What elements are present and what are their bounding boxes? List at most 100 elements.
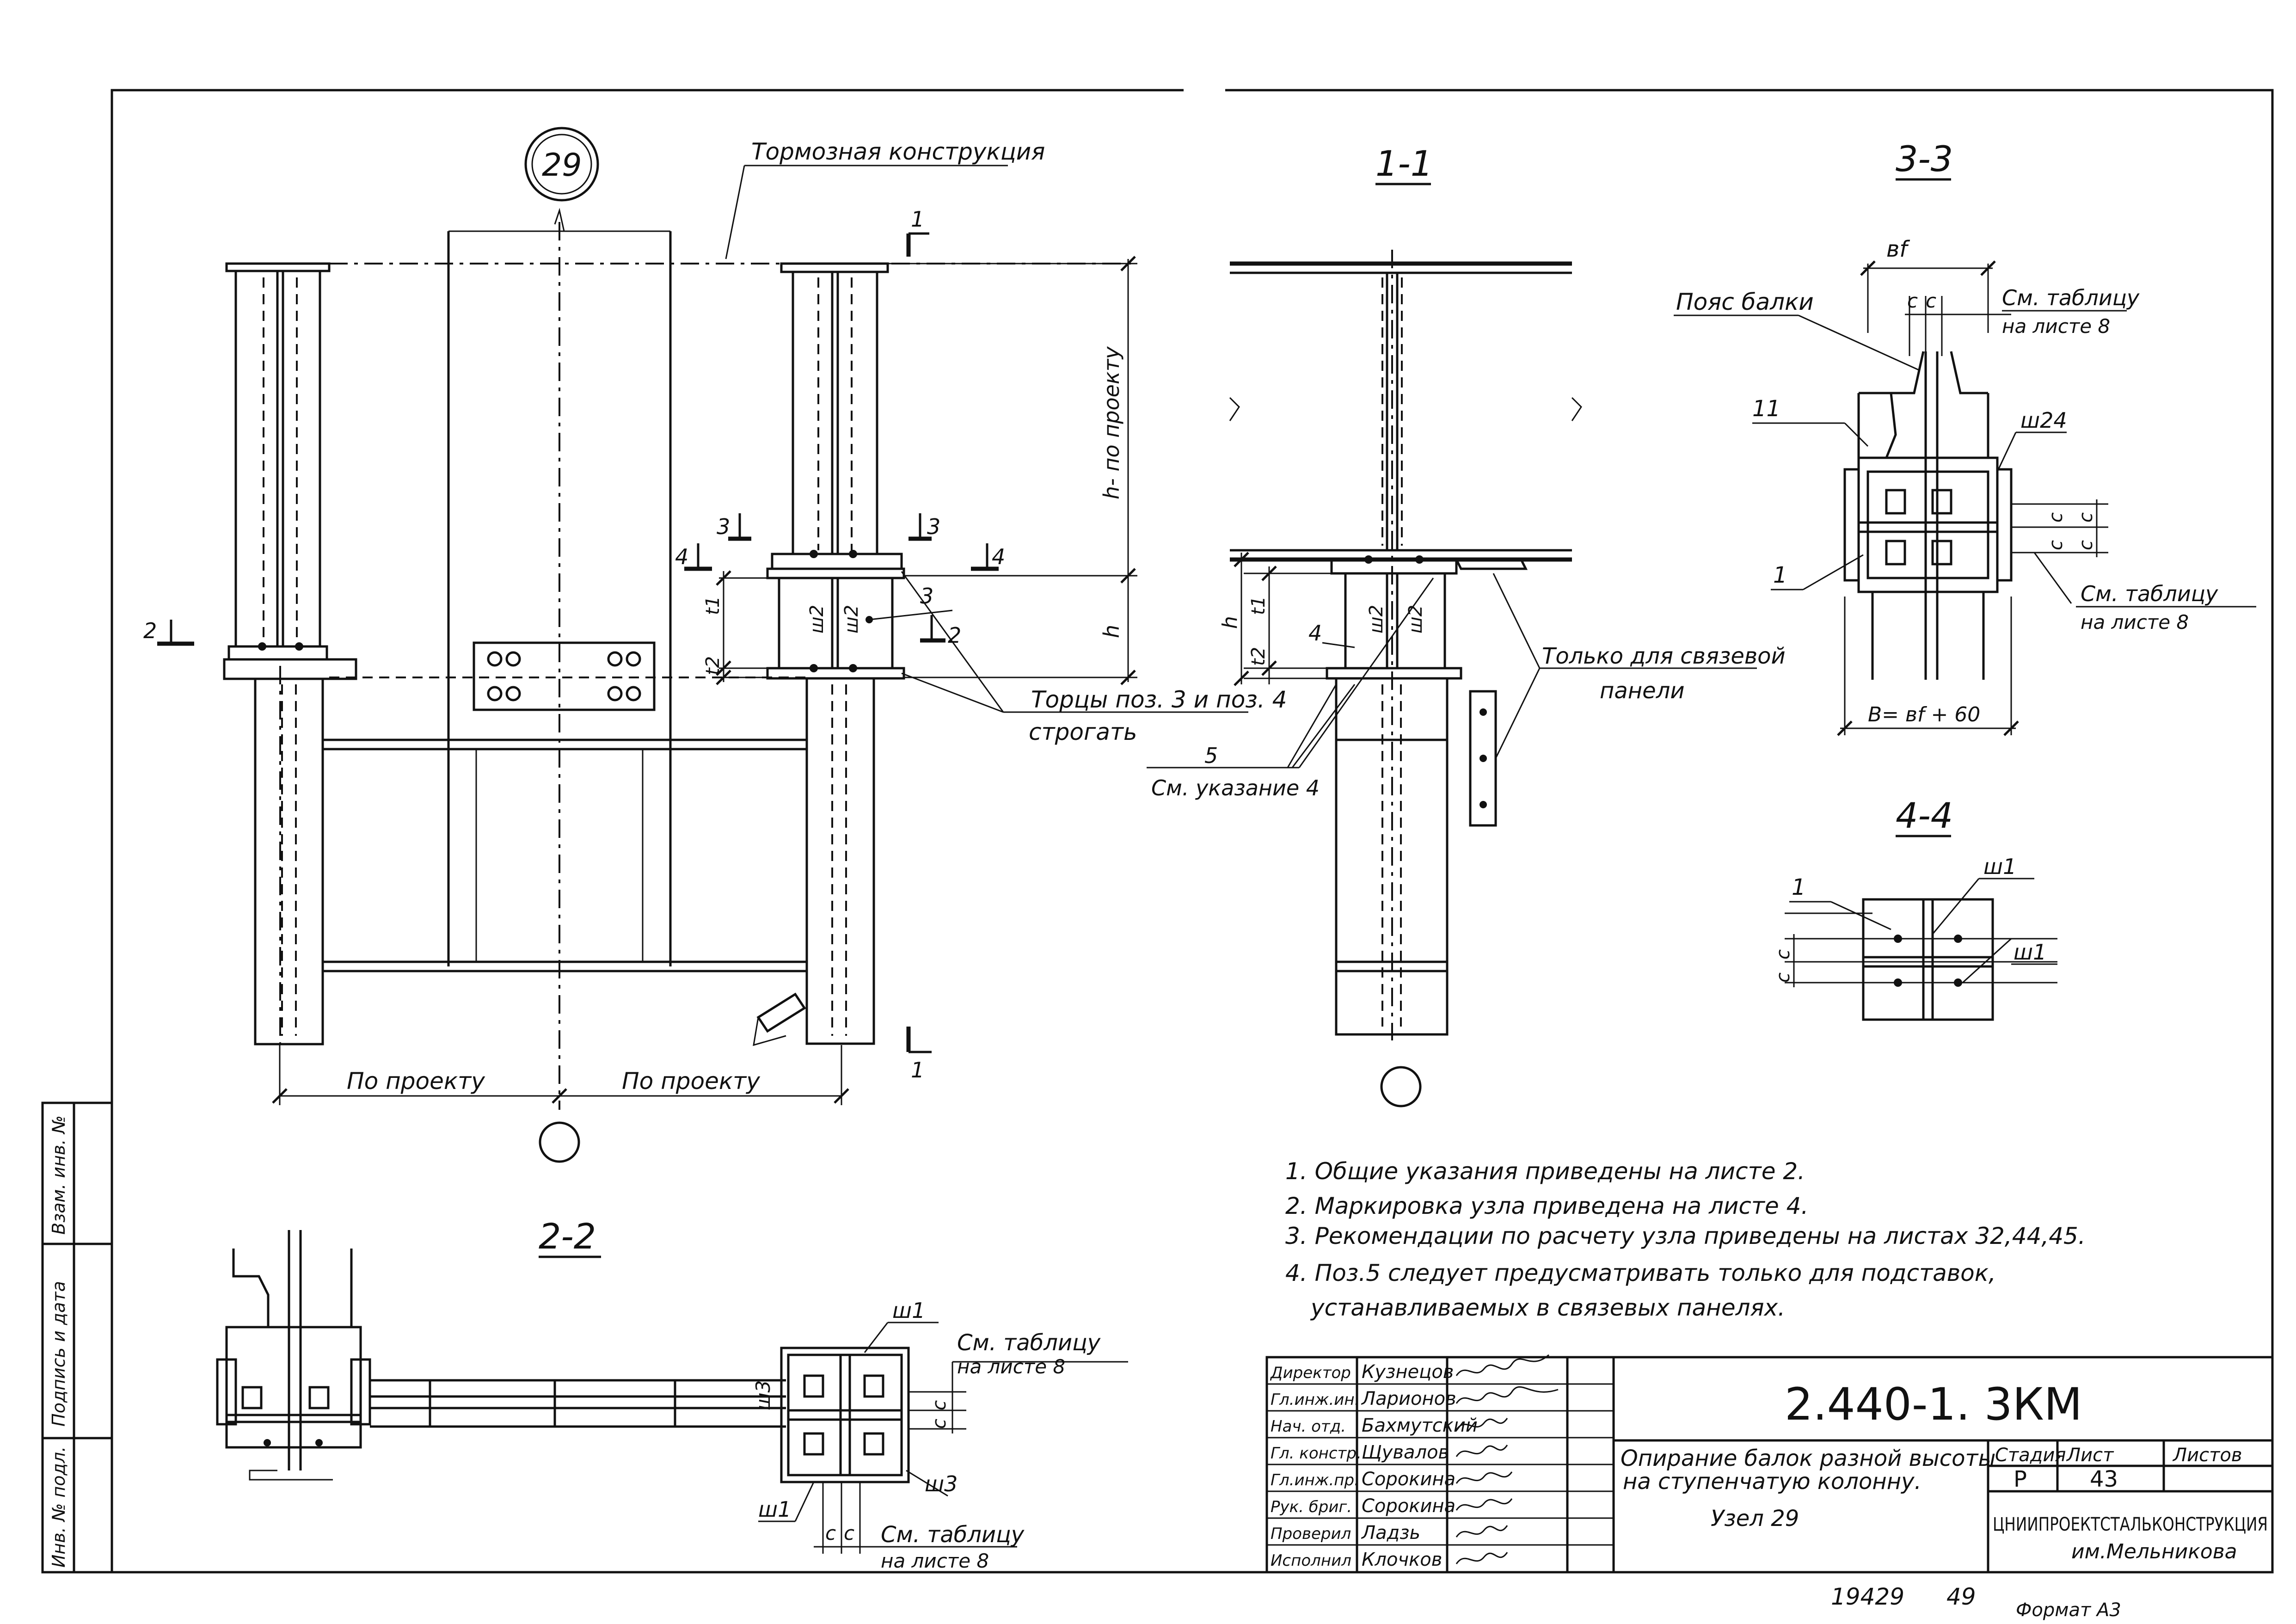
title-block: Директор Гл.инж.ин. Нач. отд. Гл. констр… — [1265, 1354, 2274, 1574]
sheets-header: Листов — [2172, 1445, 2242, 1466]
braking-structure-label: Тормозная конструкция — [751, 138, 1045, 165]
stage-header: Стадия — [1995, 1445, 2066, 1466]
s33-weld-w24: ш24 — [2020, 408, 2067, 433]
role-checker: Проверил — [1271, 1525, 1351, 1543]
s22-weld-w1-top: ш1 — [892, 1298, 925, 1323]
s33-pos-11: 11 — [1752, 396, 1780, 422]
section-1-1-title: 1-1 — [1375, 143, 1433, 184]
name-executor: Клочков — [1362, 1549, 1442, 1570]
archive-number: 19429 — [1831, 1583, 1904, 1610]
section-2-2-title: 2-2 — [539, 1216, 596, 1257]
section-4-4-title: 4-4 — [1896, 795, 1953, 836]
stamp-replace-inv: Взам. инв. № — [49, 1115, 69, 1235]
node-number: 29 — [542, 147, 582, 184]
s11-pos-5: 5 — [1204, 743, 1218, 768]
sheet-header: Лист — [2066, 1445, 2114, 1466]
name-director: Кузнецов — [1362, 1361, 1454, 1383]
s33-flange-label: Пояс балки — [1676, 289, 1814, 315]
stamp-inv-original: Инв. № подл. — [49, 1446, 69, 1568]
s11-weld-w2-right: ш2 — [1405, 605, 1426, 634]
note-3: 3. Рекомендации по расчету узла приведен… — [1285, 1223, 2086, 1249]
only-bracing-line1: Только для связевой — [1542, 643, 1786, 669]
only-bracing-line2: панели — [1600, 678, 1685, 704]
archive-sheet: 49 — [1946, 1583, 1976, 1610]
s44-c1: c — [1773, 949, 1794, 960]
s33-c-v1: c — [2075, 512, 2097, 523]
cut-mark-1-top: 1 — [906, 207, 929, 257]
role-director: Директор — [1270, 1364, 1351, 1382]
role-team-lead: Рук. бриг. — [1271, 1498, 1352, 1516]
s22-c-v2: c — [929, 1419, 950, 1429]
s33-see-table-b1: См. таблицу — [2081, 581, 2218, 606]
name-chief-designer: Щувалов — [1362, 1442, 1449, 1463]
cut-mark-4-left: 4 — [675, 543, 712, 571]
doc-description-3: Узел 29 — [1711, 1506, 1799, 1532]
weld-w2-left: ш2 — [806, 605, 828, 634]
by-project-right: По проекту — [622, 1068, 761, 1095]
org-name: ЦНИИПРОЕКТСТАЛЬКОНСТРУКЦИЯ — [1993, 1514, 2268, 1535]
s33-see-table-b2: на листе 8 — [2081, 611, 2189, 634]
s11-dim-t2: t2 — [1248, 647, 1269, 666]
s22-c-h2: c — [844, 1522, 854, 1544]
role-chief-designer: Гл. констр. — [1271, 1444, 1362, 1463]
section-1-1: 1-1 ш2 ш2 — [1147, 143, 1786, 1107]
role-dept-head: Нач. отд. — [1271, 1417, 1346, 1436]
s22-weld-w3-left: ш3 — [752, 1380, 774, 1410]
name-checker: Ладзь — [1361, 1522, 1420, 1544]
s22-see-table-b2: на листе 8 — [881, 1550, 989, 1572]
doc-code: 2.440-1. 3КМ — [1785, 1378, 2082, 1430]
s11-dim-h: h — [1218, 616, 1242, 629]
s44-weld-w1-top: ш1 — [1983, 854, 2016, 879]
cut-mark-1-bottom: 1 — [906, 1027, 932, 1083]
s33-dim-bf: вf — [1886, 236, 1910, 262]
s33-see-table-1: См. таблицу — [2002, 285, 2140, 310]
s33-pos-1: 1 — [1773, 562, 1787, 588]
doc-description-1: Опирание балок разной высоты — [1621, 1446, 1995, 1471]
role-chief-project-engineer: Гл.инж.пр. — [1271, 1471, 1359, 1489]
side-stamp: Взам. инв. № Подпись и дата Инв. № подл. — [41, 1101, 113, 1574]
name-team-lead: Сорокина — [1362, 1495, 1455, 1517]
dim-h-right: h — [1099, 625, 1124, 638]
s11-dim-t1: t1 — [1248, 596, 1269, 615]
s22-see-table-2: на листе 8 — [957, 1355, 1065, 1378]
s22-c-v1: c — [929, 1400, 950, 1410]
cut-mark-2-left: 2 — [143, 618, 194, 646]
by-project-left: По проекту — [347, 1068, 485, 1095]
stage-value: Р — [2014, 1466, 2027, 1492]
s33-c1: c — [1907, 289, 1918, 312]
paper-format: Формат А3 — [2016, 1599, 2121, 1621]
svg-text:2: 2 — [143, 618, 157, 643]
s33-c-v4: c — [2045, 540, 2067, 550]
s11-pos-4: 4 — [1308, 621, 1322, 646]
s33-c2: c — [1926, 289, 1936, 312]
sheet-value: 43 — [2090, 1466, 2118, 1492]
role-executor: Исполнил — [1271, 1551, 1351, 1570]
svg-text:4: 4 — [992, 544, 1005, 569]
svg-text:1: 1 — [911, 207, 924, 232]
note-2: 2. Маркировка узла приведена на листе 4. — [1285, 1193, 1808, 1219]
s22-see-table-1: См. таблицу — [957, 1330, 1101, 1356]
signatures — [1455, 1354, 1559, 1564]
dim-h-project: h- по проекту — [1099, 346, 1124, 499]
s11-weld-w2-left: ш2 — [1366, 605, 1387, 634]
note-4: 4. Поз.5 следует предусматривать только … — [1285, 1260, 1996, 1286]
name-chief-project-engineer: Сорокина — [1362, 1469, 1455, 1490]
svg-text:1: 1 — [911, 1058, 924, 1083]
role-chief-engineer: Гл.инж.ин. — [1271, 1390, 1359, 1409]
org-name-2: им.Мельникова — [2071, 1540, 2237, 1563]
s22-c-h1: c — [825, 1522, 836, 1544]
name-dept-head: Бахмутский — [1362, 1415, 1478, 1436]
name-chief-engineer: Ларионов — [1361, 1388, 1456, 1409]
s33-c-v2: c — [2075, 540, 2097, 550]
s22-see-table-b1: См. таблицу — [881, 1522, 1025, 1548]
s44-c2: c — [1773, 972, 1794, 983]
note-4-cont: устанавливаемых в связевых панелях. — [1310, 1294, 1785, 1321]
ends-note-line2: строгать — [1029, 719, 1137, 745]
section-3-3-title: 3-3 — [1896, 138, 1953, 179]
s22-weld-w1-bottom: ш1 — [758, 1497, 791, 1522]
general-notes: 1. Общие указания приведены на листе 2. … — [1285, 1158, 2086, 1321]
ends-note-line1: Торцы поз. 3 и поз. 4 — [1031, 686, 1287, 713]
weld-w2-right: ш2 — [841, 605, 862, 634]
svg-text:4: 4 — [675, 544, 688, 569]
